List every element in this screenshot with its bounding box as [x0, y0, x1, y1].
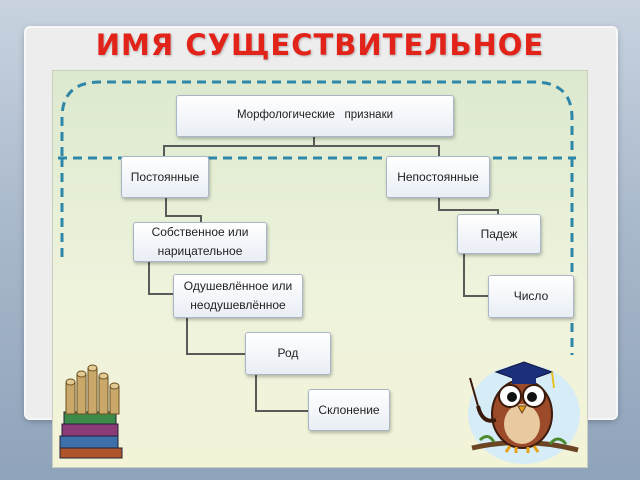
connector-non-permanent-down: [438, 198, 440, 210]
connector-animate-down: [186, 318, 188, 354]
connector-permanent-down: [165, 198, 167, 216]
declension-box: Склонение: [308, 389, 390, 431]
connector-permanent-across: [165, 215, 201, 217]
connector-to-animate: [148, 293, 174, 295]
connector-non-permanent-across: [438, 209, 498, 211]
gender-box: Род: [245, 332, 331, 375]
connector-to-number: [463, 295, 489, 297]
connector-to-non-permanent: [438, 145, 440, 157]
connector-root-branch: [163, 145, 440, 147]
connector-case-down: [463, 254, 465, 296]
connector-proper-down: [148, 262, 150, 294]
connector-root-down: [313, 137, 315, 146]
animate-or-inanimate-box: Одушевлённое или неодушевлённое: [173, 274, 303, 318]
morphological-features-box: Морфологические признаки: [176, 95, 454, 137]
slide-title: ИМЯ СУЩЕСТВИТЕЛЬНОЕ: [95, 28, 545, 62]
connector-to-gender: [186, 353, 246, 355]
stack-of-books-and-scrolls-icon: [59, 364, 123, 459]
proper-or-common-box: Собственное или нарицательное: [133, 222, 267, 262]
connector-gender-down: [255, 375, 257, 411]
connector-to-permanent: [163, 145, 165, 157]
owl-with-graduation-cap-icon: [468, 361, 580, 464]
number-box: Число: [488, 275, 574, 318]
case-box: Падеж: [457, 214, 541, 254]
connector-to-proper: [200, 215, 202, 223]
connector-to-case: [497, 209, 499, 214]
non-permanent-features-box: Непостоянные: [386, 156, 490, 198]
connector-to-declension: [255, 410, 309, 412]
permanent-features-box: Постоянные: [121, 156, 209, 198]
